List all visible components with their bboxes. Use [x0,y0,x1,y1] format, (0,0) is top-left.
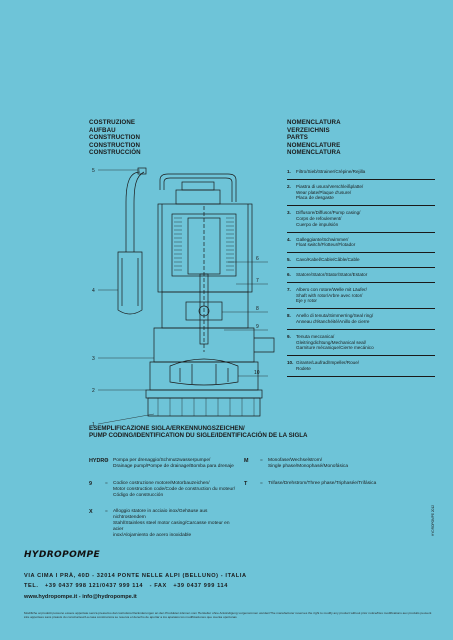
list-item: 7. Albero con rotore/Welle mit Läufer/ Sh… [287,286,435,310]
coding-value: Monofase/Wechselstrom/ Single phase/Mono… [268,458,349,469]
list-item: 2. Piastra di usura/Verschleißplatte/ Wea… [287,183,435,207]
part-number: 10. [287,360,294,366]
coding-title-line: PUMP CODING/IDENTIFICATION DU SIGLE/IDEN… [89,432,308,440]
part-description: Albero con rotore/Welle mit Läufer/ Shaf… [296,286,367,304]
coding-value: Trifase/Drehstrom/Three phase/Triphasée/… [268,481,377,486]
heading-line: VERZEICHNIS [287,126,330,134]
drawing-label: 9 [256,324,259,330]
list-item: 10.Girante/Laufrad/Impeller/Roue/ Rodete [287,360,435,377]
parts-list: 1. Filtro/Sieb/Strainer/Crépine/Rejilla 2… [287,169,435,381]
part-description: Piastra di usura/Verschleißplatte/ Wear … [296,183,364,201]
drawing-label: 6 [256,256,259,262]
part-description: Statore/Stator/Stator/Stator/Estator [296,271,368,277]
coding-key: M [244,458,249,464]
part-number: 8. [287,313,291,319]
drawing-label: 1 [92,422,95,428]
coding-value: Pompa per drenaggio/Schmutzwasserpumpe/ … [113,458,234,469]
drawing-label: 5 [92,168,95,174]
hydropompe-logo: HYDROPOMPE [24,550,101,560]
heading-line: CONSTRUCTION [89,141,141,149]
part-number: 4. [287,236,291,242]
list-item: 5. Cavo/Kabel/Cable/Câble/Cable [287,257,435,268]
coding-value: Alloggio statore in acciaio inox/Gehäuse… [113,509,230,538]
coding-equals: = [105,509,108,514]
disclaimer-text: Modifiche ai prodotti possono essere app… [24,611,432,619]
website-email[interactable]: www.hydropompe.it - info@hydropompe.it [24,594,137,600]
drawing-label: 2 [92,388,95,394]
list-item: 3. Diffusore/Diffusor/Pump casing/ Corps … [287,210,435,233]
side-code: HYDROPOMPE 2012 [431,504,435,536]
coding-key: 9 [89,481,92,487]
nomenclature-headings: NOMENCLATURA VERZEICHNIS PARTS NOMENCLAT… [287,119,341,157]
coding-equals: = [260,481,263,486]
list-item: 8. Anello di tenuta/Simmerring/Seal ring/… [287,313,435,330]
part-number: 1. [287,169,291,174]
part-number: 3. [287,210,291,216]
tel-label: TEL. [24,583,39,589]
heading-line: COSTRUZIONE [89,119,136,126]
fax-label: - FAX [149,583,167,589]
heading-line: CONSTRUCCIÓN [89,149,141,157]
heading-line: NOMENCLATURA [287,119,341,126]
drawing-label: 7 [256,278,259,284]
part-number: 2. [287,183,291,189]
coding-equals: = [105,458,108,463]
part-description: Diffusore/Diffusor/Pump casing/ Corps de… [296,210,361,227]
part-number: 7. [287,286,291,292]
drawing-label: 4 [92,288,95,294]
part-description: Filtro/Sieb/Strainer/Crépine/Rejilla [296,169,366,174]
tel-value: +39 0437 998 121/0437 999 114 [45,583,144,589]
coding-key: T [244,481,248,487]
construction-headings: COSTRUZIONE AUFBAU CONSTRUCTION CONSTRUC… [89,119,141,157]
heading-line: NOMENCLATURE [287,141,341,149]
drawing-label: 8 [256,306,259,312]
strainer-shape [147,397,261,417]
part-description: Girante/Laufrad/Impeller/Roue/ Rodete [296,360,360,371]
part-number: 9. [287,333,291,339]
impeller-shape [169,358,239,386]
pump-coding-title: ESEMPLIFICAZIONE SIGLA/ERKENNUNGSZEICHEN… [89,425,419,440]
coding-title-line: ESEMPLIFICAZIONE SIGLA/ERKENNUNGSZEICHEN… [89,425,245,432]
company-address: VIA CIMA I PRÀ, 40D - 32014 PONTE NELLE … [24,573,247,579]
part-number: 6. [287,271,291,277]
list-item: 4. Galleggiante/Schwimmer/ Float switch/F… [287,237,435,254]
cable-line [125,171,141,252]
part-description: Galleggiante/Schwimmer/ Float switch/Flo… [296,236,356,248]
float-switch-shape [117,251,143,315]
coding-equals: = [260,458,263,463]
coding-equals: = [105,481,108,486]
contact-phone-fax: TEL. +39 0437 998 121/0437 999 114 - FAX… [24,583,228,589]
coding-key: HYDRO [89,458,109,464]
list-item: 1. Filtro/Sieb/Strainer/Crépine/Rejilla [287,169,435,180]
coding-value: Codice costruzione motore/Motorbauzeiche… [113,481,236,498]
part-description: Anello di tenuta/Simmerring/Seal ring/ A… [296,313,374,324]
heading-line: AUFBAU [89,126,116,134]
coding-key: X [89,509,93,515]
heading-line: CONSTRUCTION [89,134,141,142]
pump-section-drawing: 5 6 7 8 9 4 3 2 10 1 [92,167,275,428]
fax-value: +39 0437 999 114 [173,583,228,589]
part-description: Cavo/Kabel/Cable/Câble/Cable [296,257,360,263]
part-number: 5. [287,257,291,263]
drawing-label: 10 [254,370,260,376]
part-description: Tenuta meccanica/ Gleitringdichtung/Mech… [296,333,374,351]
list-item: 9. Tenuta meccanica/ Gleitringdichtung/Me… [287,333,435,357]
heading-line: PARTS [287,134,309,142]
list-item: 6. Statore/Stator/Stator/Stator/Estator [287,272,435,283]
heading-line: NOMENCLATURA [287,149,341,157]
drawing-label: 3 [92,356,95,362]
